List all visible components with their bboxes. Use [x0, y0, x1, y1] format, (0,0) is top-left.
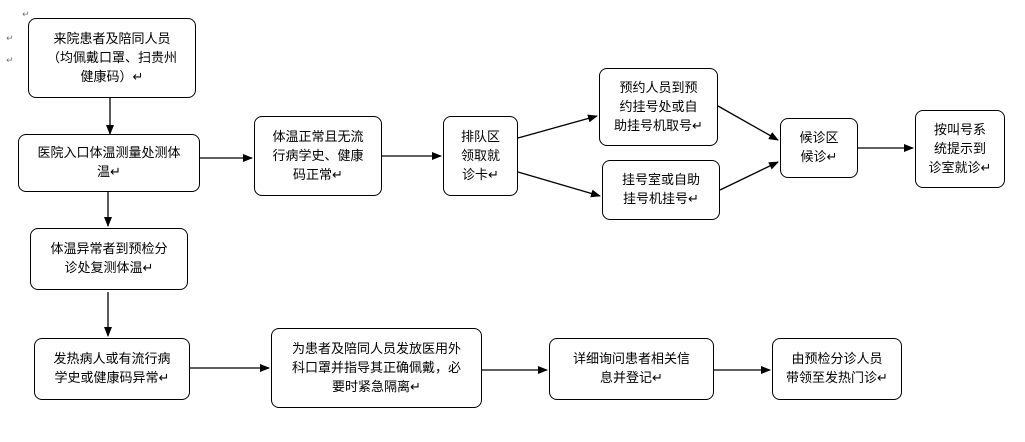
node-fever-text: 发热病人或有流行病 学史或健康码异常↵	[53, 352, 171, 386]
node-reserved: 预约人员到预 约挂号处或自 助挂号机取号↵	[599, 68, 718, 146]
node-abnormal-temp: 体温异常者到预检分 诊处复测体温↵	[30, 228, 188, 290]
node-reserved-text: 预约人员到预 约挂号处或自 助挂号机取号↵	[614, 80, 703, 134]
node-escort: 由预检分诊人员 带领至发热门诊↵	[772, 338, 902, 400]
arrow-queue-to-register	[517, 171, 601, 198]
node-abnormal-temp-text: 体温异常者到预检分 诊处复测体温↵	[50, 242, 168, 276]
arrow-reserved-to-waiting	[717, 105, 779, 141]
paragraph-mark: ↵	[6, 34, 14, 44]
node-queue: 排队区 领取就 诊卡↵	[443, 116, 518, 196]
node-temp-check: 医院入口体温测量处测体 温↵	[18, 134, 200, 192]
node-arrival: 来院患者及陪同人员 （均佩戴口罩、扫贵州 健康码）↵	[28, 18, 196, 98]
arrow-register-to-waiting	[719, 161, 779, 191]
paragraph-mark: ↵	[6, 56, 14, 66]
node-call-text: 按叫号系 统提示到 诊室就诊↵	[928, 122, 992, 176]
arrow-queue-to-reserved	[517, 114, 598, 139]
node-normal: 体温正常且无流 行病学史、健康 码正常↵	[254, 116, 382, 196]
node-register-text: 挂号室或自助 挂号机挂号↵	[621, 173, 700, 207]
node-fever: 发热病人或有流行病 学史或健康码异常↵	[34, 338, 190, 400]
node-temp-check-text: 医院入口体温测量处测体 温↵	[37, 146, 181, 180]
node-register: 挂号室或自助 挂号机挂号↵	[602, 160, 720, 220]
node-escort-text: 由预检分诊人员 带领至发热门诊↵	[786, 352, 888, 386]
paragraph-mark: ↵	[22, 10, 30, 20]
node-mask-text: 为患者及陪同人员发放医用外 科口罩并指导其正确佩戴，必 要时紧急隔离↵	[291, 341, 461, 395]
node-waiting-text: 候诊区 候诊↵	[799, 131, 839, 165]
node-waiting: 候诊区 候诊↵	[780, 118, 858, 178]
node-inquiry-text: 详细询问患者相关信 息并登记↵	[572, 352, 690, 386]
node-mask: 为患者及陪同人员发放医用外 科口罩并指导其正确佩戴，必 要时紧急隔离↵	[271, 328, 482, 408]
node-arrival-text: 来院患者及陪同人员 （均佩戴口罩、扫贵州 健康码）↵	[46, 31, 177, 85]
node-queue-text: 排队区 领取就 诊卡↵	[460, 129, 500, 183]
node-inquiry: 详细询问患者相关信 息并登记↵	[549, 338, 714, 400]
node-normal-text: 体温正常且无流 行病学史、健康 码正常↵	[272, 129, 364, 183]
node-call: 按叫号系 统提示到 诊室就诊↵	[915, 110, 1005, 188]
